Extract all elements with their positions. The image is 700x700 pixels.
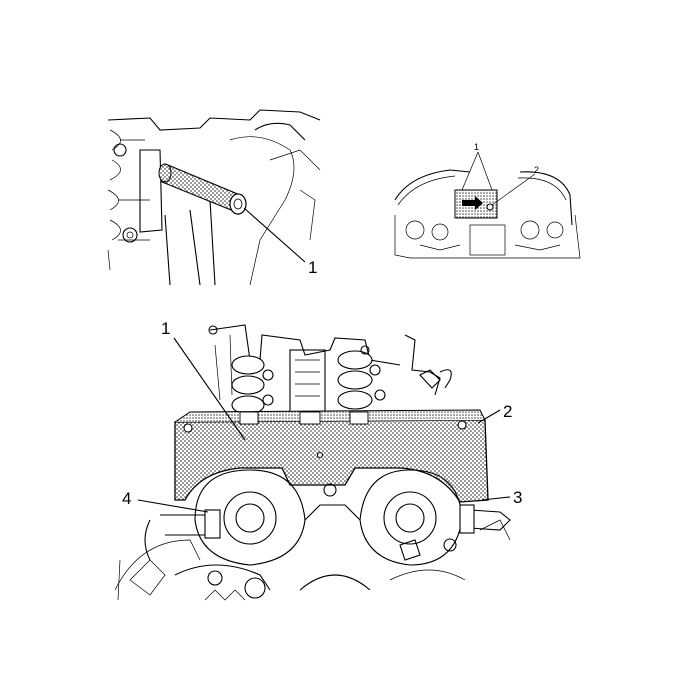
callout-2-bottom: 2 (503, 402, 512, 421)
cam-sprockets (194, 469, 463, 566)
callout-3-bottom: 3 (513, 488, 522, 507)
callout-1-top-right: 1 (474, 142, 479, 152)
top-left-panel: 1 (107, 109, 321, 286)
callout-1-top-left: 1 (308, 258, 317, 277)
camshafts (208, 325, 452, 416)
tube-tool (158, 163, 247, 215)
top-right-panel: 1 2 (394, 142, 581, 259)
callout-2-top-right: 2 (534, 165, 539, 175)
bottom-panel: 1 2 3 4 (114, 319, 522, 601)
camshaft-locking-plate (174, 409, 489, 503)
callout-1-bottom: 1 (161, 319, 170, 338)
callout-4-bottom: 4 (122, 489, 131, 508)
